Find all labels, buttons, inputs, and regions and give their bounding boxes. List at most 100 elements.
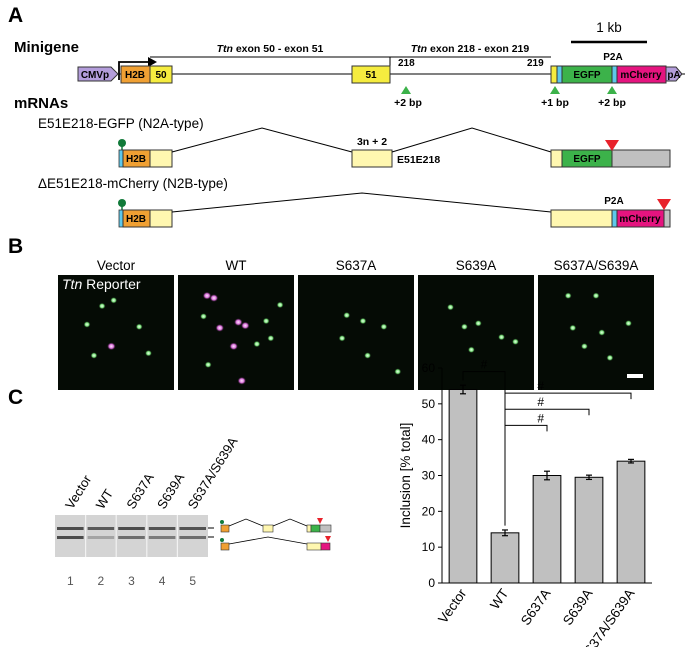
cell-nucleus-egfp xyxy=(83,321,91,328)
cell-nucleus-egfp xyxy=(267,335,275,342)
micrographs: Ttn Reporter xyxy=(58,275,654,390)
mrna2-mcherry-label: mCherry xyxy=(619,214,661,225)
gel-lane-number: 2 xyxy=(98,574,105,588)
cell-nucleus-egfp xyxy=(364,352,371,359)
gel-lane-number: 4 xyxy=(159,574,166,588)
mrna2-h2b-label: H2B xyxy=(126,214,146,225)
gel-lane-label: WT xyxy=(93,486,116,511)
gel-lane-label: Vector xyxy=(62,472,95,512)
h2b-label: H2B xyxy=(125,70,145,81)
pa-label: pA xyxy=(667,70,680,81)
promoter-arrowhead xyxy=(148,57,157,67)
y-tick-label: 0 xyxy=(428,576,435,590)
exon50-label: 50 xyxy=(155,70,167,81)
cell-nucleus-egfp xyxy=(598,329,606,336)
mini-h2b xyxy=(220,542,230,551)
cell-nucleus-egfp xyxy=(90,352,98,359)
scale-bar-label: 1 kb xyxy=(596,20,622,35)
exon50-block xyxy=(149,65,173,84)
mrna1-inclusion-note: 3n + 2 xyxy=(357,136,387,148)
x-tick-label: Vector xyxy=(435,586,470,626)
gel-band-lower xyxy=(87,536,115,539)
gel-lane-number: 1 xyxy=(67,574,74,588)
mrna1-exon219 xyxy=(550,149,563,168)
x-tick-label: S639A xyxy=(560,586,596,628)
exon219-label: 219 xyxy=(527,58,544,69)
exon218-label: 218 xyxy=(398,58,415,69)
significance-mark: # xyxy=(537,379,544,393)
cmv-promoter-block xyxy=(77,66,119,82)
cell-nucleus-mcherry xyxy=(229,342,238,351)
gel-band-upper xyxy=(179,527,206,530)
x-tick-label: S637A xyxy=(518,586,554,628)
micrograph xyxy=(178,275,294,390)
mrna2-name: ΔE51E218-mCherry (N2B-type) xyxy=(38,176,228,191)
mrnas-title: mRNAs xyxy=(14,95,68,112)
y-tick-label: 40 xyxy=(422,433,436,447)
gel-band-upper xyxy=(57,527,84,530)
cell-nucleus-egfp xyxy=(380,323,388,330)
mini-stop xyxy=(317,518,323,524)
cell-nucleus-egfp xyxy=(512,338,519,345)
bar xyxy=(532,475,562,584)
gel-band-upper xyxy=(118,527,145,530)
cell-nucleus-mcherry xyxy=(202,291,212,300)
micrograph xyxy=(58,275,174,390)
p2a-block xyxy=(611,65,618,84)
exon-range-right: Ttn exon 218 - exon 219 xyxy=(411,43,530,55)
cell-nucleus-mcherry xyxy=(237,377,246,385)
cell-nucleus-egfp xyxy=(564,292,572,299)
micrograph-title: S637A xyxy=(336,258,377,273)
minigene-title: Minigene xyxy=(14,39,79,56)
exon-range-left: Ttn exon 50 - exon 51 xyxy=(217,43,324,55)
mrna1-egfp-label: EGFP xyxy=(573,154,601,165)
mrna1-exon50 xyxy=(149,149,173,168)
cell-nucleus-mcherry xyxy=(215,324,224,332)
micrograph-title: Vector xyxy=(97,258,136,273)
significance-mark: # xyxy=(481,358,488,372)
frameshift-egfp-start-label: +1 bp xyxy=(541,97,569,109)
mrna2-5prime xyxy=(118,209,124,228)
cell-nucleus-egfp xyxy=(200,313,207,320)
mrna2-stop-codon xyxy=(657,199,671,210)
exon219-block xyxy=(550,65,558,84)
mini-egfp xyxy=(310,524,321,533)
y-tick-label: 50 xyxy=(422,397,436,411)
pa-block xyxy=(665,66,683,82)
bar xyxy=(574,476,604,584)
cell-nucleus-egfp xyxy=(110,297,118,304)
cell-nucleus-egfp xyxy=(625,320,632,327)
cell-nucleus-egfp xyxy=(581,343,588,350)
egfp-label: EGFP xyxy=(573,70,601,81)
mrna1-5prime xyxy=(118,149,124,168)
y-axis-label: Inclusion [% total] xyxy=(398,423,413,529)
cell-nucleus-mcherry xyxy=(107,342,116,351)
mini-stop xyxy=(325,536,331,542)
reporter-overlay-label: Ttn Reporter xyxy=(62,276,141,292)
gel-band-lower xyxy=(148,536,176,539)
gel-lane-label: S637A/S639A xyxy=(185,434,241,511)
bar xyxy=(448,389,478,584)
mini-h2b xyxy=(220,524,230,533)
gel-band-upper xyxy=(148,527,176,530)
y-tick-label: 30 xyxy=(422,469,436,483)
gel-band-lower xyxy=(179,536,206,539)
cell-nucleus-egfp xyxy=(204,361,212,368)
cell-nucleus-egfp xyxy=(98,302,106,310)
mrna2-p2a xyxy=(611,209,618,228)
cell-nucleus-egfp xyxy=(569,324,577,332)
cell-nucleus-egfp xyxy=(394,368,402,375)
mrna2-exon50 xyxy=(149,209,173,228)
y-tick-label: 10 xyxy=(422,540,436,554)
mrna2-frameshifted-region xyxy=(550,209,613,228)
micrograph-scale-bar xyxy=(627,374,643,378)
mini-cap-marker xyxy=(220,520,224,524)
mrna1-exon-label: E51E218 xyxy=(397,154,440,166)
frameshift-marker-egfp-end xyxy=(607,86,617,94)
frameshift-218-label: +2 bp xyxy=(394,97,422,109)
cell-nucleus-egfp xyxy=(145,350,152,357)
mini-exon xyxy=(262,524,274,533)
mrna1-e51e218 xyxy=(351,149,393,168)
